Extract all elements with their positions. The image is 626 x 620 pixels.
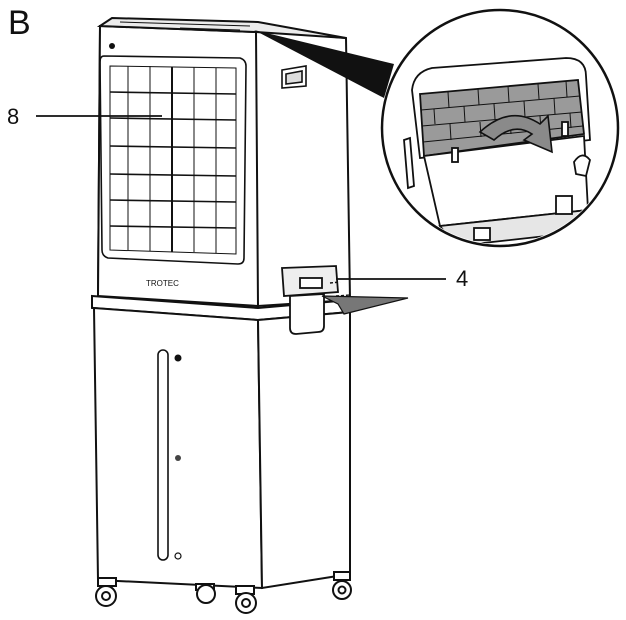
tank-drawer-handle (281, 265, 339, 335)
side-handle (281, 65, 307, 89)
water-level-window (157, 349, 169, 561)
pull-arrow (321, 295, 409, 315)
power-dot (109, 43, 115, 49)
callout-4: 4 (456, 266, 469, 291)
caster-front-right (235, 585, 257, 614)
brand-logo: TROTEC (146, 279, 179, 288)
upper-housing (96, 16, 352, 308)
max-mark (174, 354, 182, 362)
casters (95, 571, 352, 614)
empty-mark (174, 552, 182, 560)
rotate-arrow (478, 114, 553, 154)
detail-magnifier (380, 8, 620, 248)
caster-mid (195, 583, 216, 604)
caster-back-right (332, 571, 352, 600)
figure-letter: B (8, 4, 31, 42)
caster-front-left (95, 577, 117, 607)
callout-8: 8 (7, 104, 20, 129)
min-mark (175, 455, 181, 461)
louver-grille (99, 55, 247, 265)
lower-housing (92, 306, 351, 590)
zoom-pointer (254, 30, 394, 98)
